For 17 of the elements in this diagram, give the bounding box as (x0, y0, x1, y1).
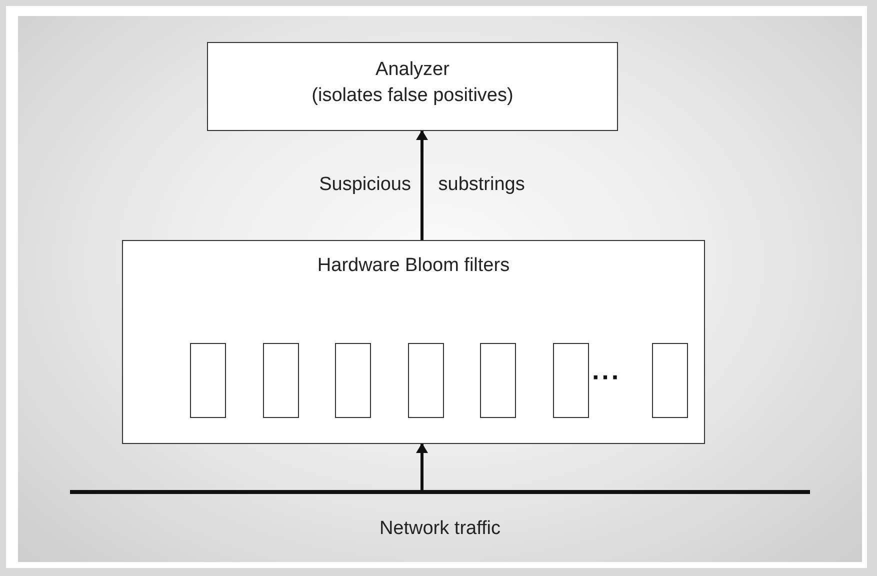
arrow (416, 443, 428, 490)
ellipsis-mark: ··· (592, 362, 621, 393)
filter-box (408, 342, 444, 418)
filter-bank-box (122, 240, 705, 444)
box-title: Hardware Bloom filters (316, 255, 511, 277)
arrow (416, 130, 428, 240)
filter-box (334, 342, 370, 418)
box-title: Analyzer (374, 59, 450, 81)
line-label: Network traffic (378, 518, 502, 540)
filter-box (190, 342, 226, 418)
edge-label: Suspicious substrings (318, 174, 526, 196)
filter-box (652, 342, 688, 418)
analyzer-box (207, 42, 618, 131)
box-subtitle: (isolates false positives) (310, 85, 514, 107)
filter-box (480, 342, 516, 418)
filter-box (262, 342, 298, 418)
filter-box (552, 342, 588, 418)
